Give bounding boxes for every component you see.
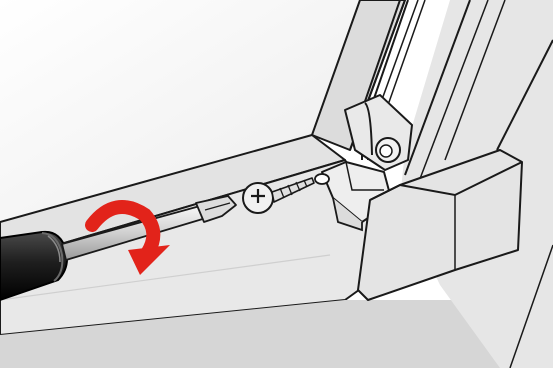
assembly-instruction-illustration <box>0 0 553 368</box>
